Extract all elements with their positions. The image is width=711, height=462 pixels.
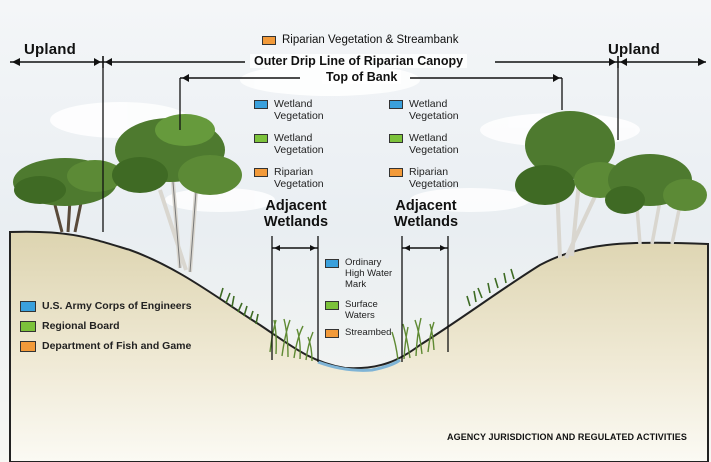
bank-item-text: Wetland Vegetation — [274, 98, 324, 122]
bank-item-text: Riparian Vegetation — [409, 166, 459, 190]
bank-item-left-2: Wetland Vegetation — [254, 132, 336, 156]
top-of-bank-label: Top of Bank — [322, 70, 402, 84]
bank-item-text: Wetland Vegetation — [409, 132, 459, 156]
tree-upland-left — [13, 158, 123, 233]
arrowheads — [12, 58, 706, 251]
legend-text: U.S. Army Corps of Engineers — [42, 300, 192, 312]
swatch-blue — [325, 259, 339, 268]
riparian-top-text: Riparian Vegetation & Streambank — [282, 34, 459, 46]
swatch-blue — [254, 100, 268, 109]
bank-grass — [219, 268, 515, 325]
upland-left-label: Upland — [24, 41, 77, 58]
adjacent-wetlands-right-label: Adjacent Wetlands — [393, 198, 459, 230]
adjacent-wetlands-left-label: Adjacent Wetlands — [263, 198, 329, 230]
tree-upland-right — [605, 154, 707, 245]
legend-item-fish-game: Department of Fish and Game — [20, 340, 191, 352]
upland-right-label: Upland — [608, 41, 661, 58]
swatch-blue — [389, 100, 403, 109]
figure-caption: AGENCY JURISDICTION AND REGULATED ACTIVI… — [447, 432, 687, 442]
bank-item-text: Wetland Vegetation — [409, 98, 459, 122]
channel-item-text: Surface Waters — [345, 299, 378, 321]
outer-drip-line-label: Outer Drip Line of Riparian Canopy — [250, 54, 468, 68]
legend-swatch-orange — [20, 340, 36, 352]
swatch-orange — [389, 168, 403, 177]
bank-item-text: Riparian Vegetation — [274, 166, 324, 190]
channel-item-text: Ordinary High Water Mark — [345, 257, 393, 290]
legend-item-regional-board: Regional Board — [20, 320, 120, 332]
legend-swatch-blue — [20, 300, 36, 312]
swatch-orange — [325, 329, 339, 338]
swatch-green — [325, 301, 339, 310]
swatch-green — [389, 134, 403, 143]
bank-item-left-1: Wetland Vegetation — [254, 98, 336, 122]
swatch-orange — [254, 168, 268, 177]
stream-water — [317, 358, 401, 372]
swatch-orange — [262, 36, 276, 45]
legend-swatch-green — [20, 320, 36, 332]
channel-item-text: Streambed — [345, 327, 392, 338]
legend-text: Regional Board — [42, 320, 120, 332]
reeds-right — [391, 317, 435, 361]
bank-item-text: Wetland Vegetation — [274, 132, 324, 156]
riparian-top-label: Riparian Vegetation & Streambank — [262, 34, 458, 46]
tree-bank-right — [515, 111, 626, 259]
tree-bank-left — [112, 114, 242, 273]
bank-item-right-1: Wetland Vegetation — [389, 98, 471, 122]
channel-item-1: Ordinary High Water Mark — [325, 257, 397, 290]
channel-item-3: Streambed — [325, 327, 405, 338]
legend-item-corps: U.S. Army Corps of Engineers — [20, 300, 192, 312]
channel-item-2: Surface Waters — [325, 299, 397, 321]
swatch-green — [254, 134, 268, 143]
legend-text: Department of Fish and Game — [42, 340, 192, 352]
bank-item-left-3: Riparian Vegetation — [254, 166, 336, 190]
bank-item-right-2: Wetland Vegetation — [389, 132, 471, 156]
bank-item-right-3: Riparian Vegetation — [389, 166, 471, 190]
